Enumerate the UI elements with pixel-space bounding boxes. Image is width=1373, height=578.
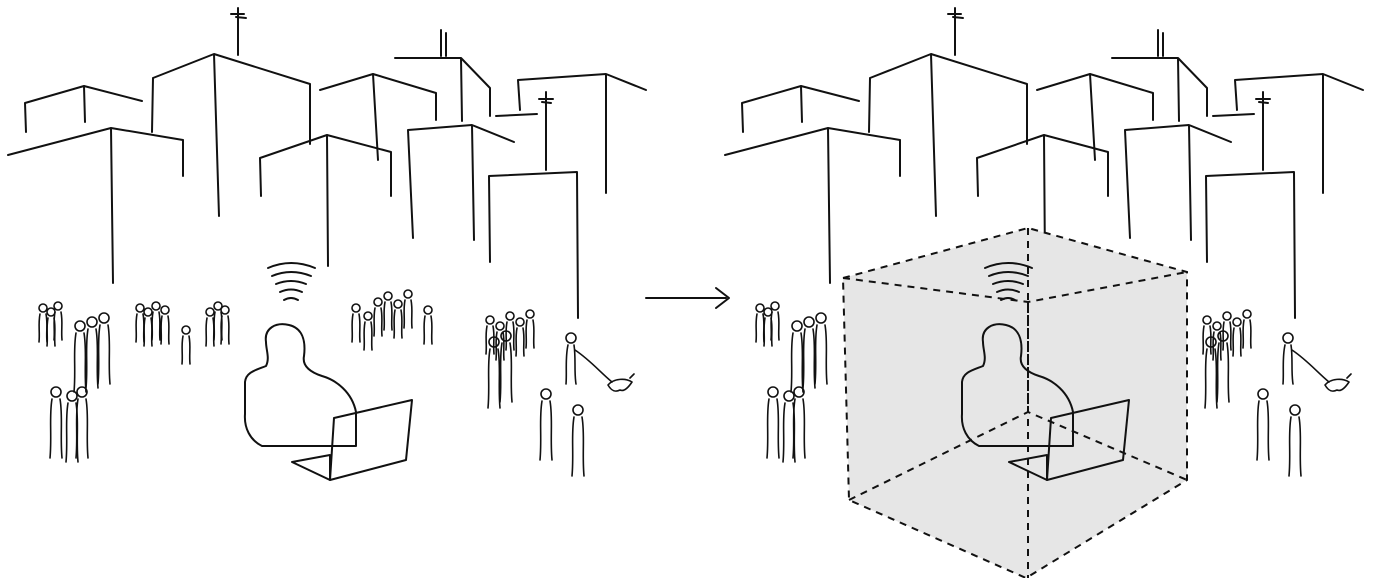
transition-arrow [645,287,730,309]
building-skyline [7,7,647,319]
person-with-laptop-icon [960,323,1130,481]
person-with-laptop-icon [243,323,413,481]
wifi-icon [267,262,316,301]
panel-after [724,7,1364,578]
privacy-bubble [841,226,1188,578]
panel-before [7,7,647,481]
